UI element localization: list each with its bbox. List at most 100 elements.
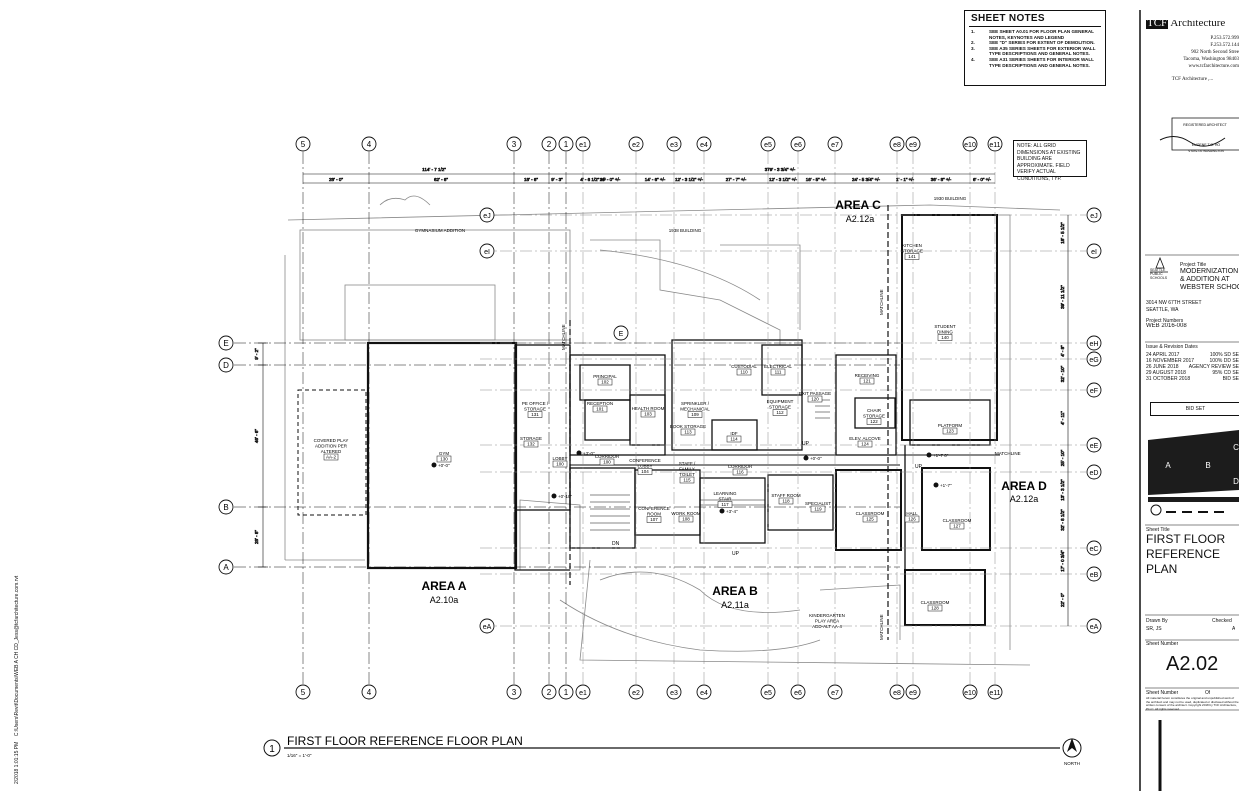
grid-bubble-label: E [223,339,228,348]
building-labels: GYMNASIUM ADDITION 1938 BUILDING 1930 BU… [415,196,967,233]
grid-bubble-label: E [619,331,624,338]
grid-bubble [1086,464,1102,480]
room-number: 126 [908,517,916,522]
room-name: COVERED PLAY [314,438,349,443]
room-number-box [942,427,958,435]
room-number: 122 [870,419,878,424]
area-c-ref: A2.12a [846,214,875,224]
client-logo [1150,256,1168,273]
key-a: A [1165,461,1171,470]
title-block-frame [1139,10,1239,791]
stamp-name: EUGENE T.G. HO [1192,143,1221,147]
grid-bubble [696,684,712,700]
grid-bubble-label: eJ [1090,213,1097,220]
room-number: 116 [736,470,744,475]
elevation-icon [803,455,809,461]
room-number: AA-2 [326,455,337,460]
area-b-label: AREA B [712,584,758,598]
room-name: STAFF ROOM [771,493,800,498]
grid-bubble-label: A [223,563,229,572]
dim-text: 6' - 0" +/- [973,177,992,182]
drawing-title-block: 1 FIRST FLOOR REFERENCE FLOOR PLAN 1/16"… [263,734,1082,766]
firm-street: 902 North Second Stree [1191,50,1239,55]
dim-text: 26' - 0" +/- [600,177,621,182]
firm-city: Tacoma, Washington 98403 [1183,57,1239,62]
key-d: D [1233,477,1239,486]
room-name: GYM [439,451,450,456]
drawing-number: 1 [269,744,275,755]
key-c: C [1233,443,1239,452]
room-number: 119 [814,507,822,512]
matchlines [569,205,889,640]
grid-bubble-label: eJ [483,213,490,220]
room-name: STORAGE [863,414,885,419]
grid-bubble [905,684,921,700]
grid-bubble-label: 1 [564,140,569,149]
room-name: ADDITION PER [315,444,348,449]
grid-bubble [218,357,234,373]
note-2: 2.SEE "D" SERIES FOR EXTENT OF DEMOLITIO… [971,40,1095,46]
grid-bubble-label: e7 [831,142,839,149]
room-number-box [678,515,694,523]
grid-bubble-label: e2 [632,690,640,697]
grid-bubble [558,684,574,700]
grid-bubble [1086,335,1102,351]
grid-bubble [558,136,574,152]
elevation-text: +0'-10" [558,494,572,499]
room-name: PLATFORM [938,423,962,428]
grid-bubble [295,684,311,700]
elevation-text: +1'-7 0" [933,453,949,458]
dim-text: 9' - 2" [254,348,259,360]
room-name: STORAGE [524,407,546,412]
room-name: HALL [906,511,918,516]
key-b: B [1205,461,1210,470]
grid-bubble-label: e6 [794,690,802,697]
room-name: ROOM [647,512,661,517]
grid-bubble-label: e10 [964,690,976,697]
grid-bubble [541,684,557,700]
room-name: PRINCIPAL [593,374,617,379]
room-number-box [436,455,452,463]
dim-text: 18' - 6" [524,177,538,182]
room-number-box [778,497,794,505]
of-label: Of [1205,690,1211,696]
grid-bubble-label: e11 [989,690,1000,697]
project-title-label: Project Title [1180,262,1207,268]
room-number-box [323,453,339,461]
grid-bubble-label: eB [1090,572,1099,579]
room-name: EQUIPMENT [767,399,794,404]
up-tag-1: UP [732,551,740,557]
room-number-box [937,334,953,341]
grid-bubble-label: eC [1090,546,1099,553]
drawn-by-label: Drawn By [1146,618,1168,624]
project-number: WEB 2016-008 [1146,323,1187,329]
grid-bubble [1086,207,1102,223]
gridlines [234,152,1086,684]
stair-tags: UP UP UP DN [612,441,923,557]
room-number-box [680,428,696,436]
grid-bubble [479,207,495,223]
dim-text: 9' - 3" [551,177,563,182]
room-name: WORK ROOM [671,511,700,516]
area-a-label: AREA A [421,579,466,593]
room-name: FAMILY [679,467,695,472]
walls [297,214,1000,626]
grid-bubble [1086,540,1102,556]
checked-by-label: Checked [1212,618,1232,624]
up-tag-2: UP [915,464,923,470]
room-name: EXIT PASSAGE [799,391,831,396]
grid-bubble-label: e1 [579,690,587,697]
room-number-box [552,460,568,468]
grid-bubble [987,684,1003,700]
room-name: IDF [730,431,738,436]
room-number-box [770,368,786,376]
room-number-box [717,501,733,508]
key-plan: A B C D [1148,430,1239,516]
room-name: STAFF / [679,461,696,466]
grid-bubble [361,684,377,700]
